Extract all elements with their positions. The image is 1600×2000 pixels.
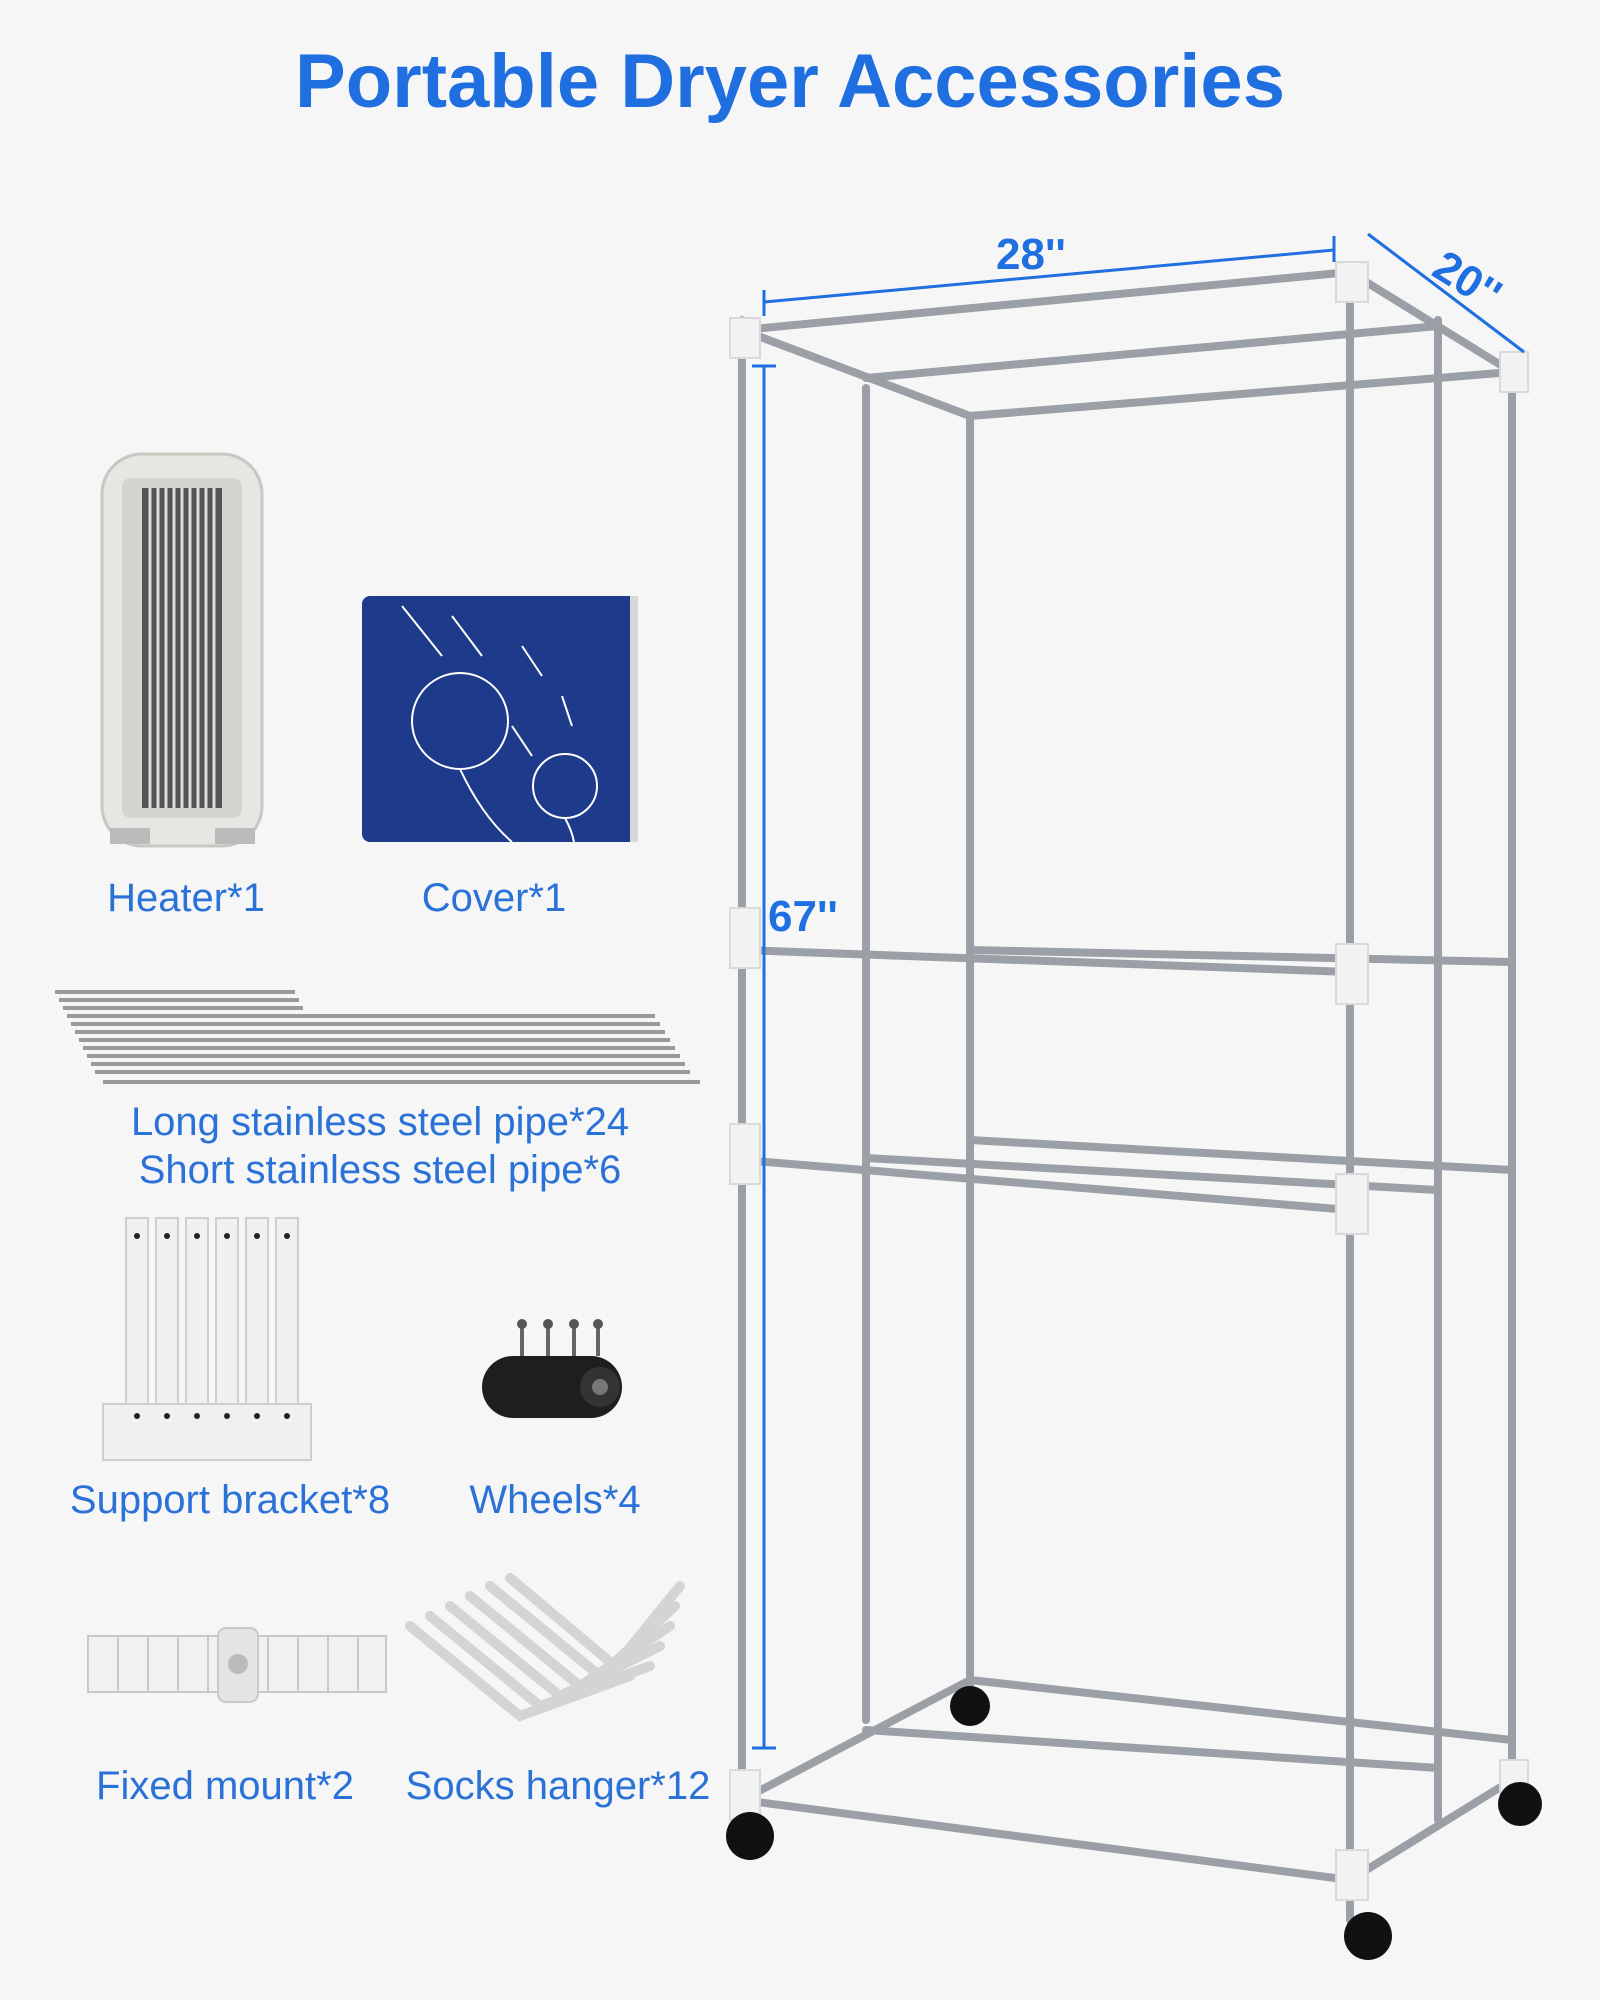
cover-icon — [362, 596, 638, 843]
cover-label: Cover*1 — [421, 876, 567, 920]
long-pipe-label: Long stainless steel pipe*24 — [130, 1100, 630, 1144]
heater-label: Heater*1 — [107, 876, 265, 920]
heater-icon — [100, 452, 264, 848]
fixed-mount-label: Fixed mount*2 — [96, 1764, 354, 1808]
short-pipe-label: Short stainless steel pipe*6 — [138, 1148, 622, 1192]
height-dimension-label: 67'' — [768, 892, 838, 941]
fixed-mount-icon — [87, 1627, 387, 1703]
support-bracket-label: Support bracket*8 — [69, 1478, 391, 1522]
wheels-label: Wheels*4 — [469, 1478, 641, 1522]
pipes-icon — [55, 990, 700, 1084]
width-dimension-label: 28'' — [996, 230, 1066, 279]
socks-hanger-label: Socks hanger*12 — [405, 1764, 711, 1808]
page-title: Portable Dryer Accessories — [295, 39, 1285, 124]
support-bracket-icon — [102, 1217, 312, 1461]
socks-hanger-icon — [405, 1573, 685, 1722]
wheel-icon — [482, 1319, 622, 1418]
